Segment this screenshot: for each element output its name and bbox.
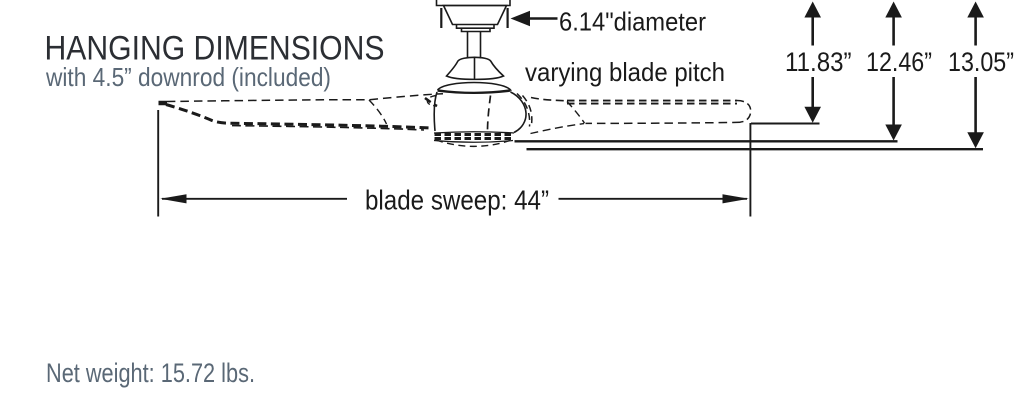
svg-text:11.83”: 11.83” (785, 47, 852, 77)
svg-text:6.14"diameter: 6.14"diameter (559, 7, 706, 37)
svg-text:12.46”: 12.46” (866, 47, 932, 77)
svg-text:HANGING DIMENSIONS: HANGING DIMENSIONS (45, 30, 385, 68)
svg-text:Net weight: 15.72 lbs.: Net weight: 15.72 lbs. (46, 358, 255, 388)
svg-text:blade sweep: 44”: blade sweep: 44” (365, 185, 549, 216)
svg-text:varying blade pitch: varying blade pitch (525, 57, 725, 87)
svg-text:13.05”: 13.05” (948, 47, 1014, 77)
svg-text:with 4.5” downrod (included): with 4.5” downrod (included) (45, 62, 331, 92)
